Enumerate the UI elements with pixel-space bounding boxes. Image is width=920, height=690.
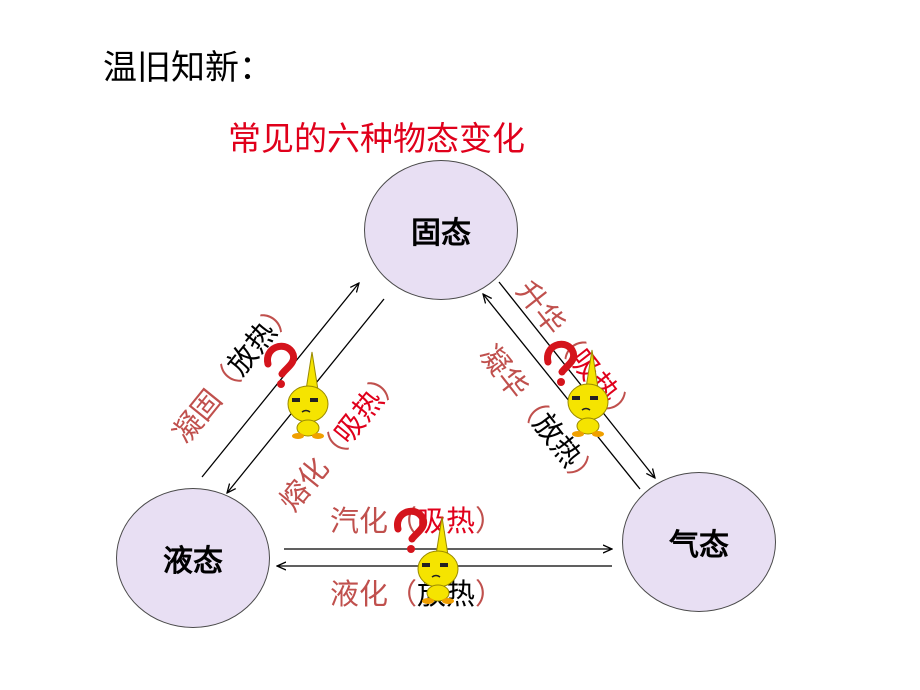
vaporization-label: 汽化（吸热）: [330, 504, 505, 538]
solidification-arrow: [201, 283, 359, 478]
solid-state-label: 固态: [411, 216, 471, 251]
gas-state-node: 气态: [622, 472, 776, 612]
sublimation-arrow: [498, 281, 655, 478]
solid-state-node: 固态: [364, 160, 518, 300]
question-mascot-icon: [544, 340, 609, 437]
heading: 温旧知新：: [103, 48, 273, 88]
diagram-title: 常见的六种物态变化: [228, 119, 525, 158]
deposition-arrow: [483, 294, 641, 490]
question-mascot-icon: [394, 507, 459, 604]
liquid-state-label: 液态: [163, 544, 223, 579]
liquid-state-node: 液态: [116, 488, 270, 628]
gas-state-label: 气态: [669, 528, 729, 563]
question-mascot-icon: [264, 342, 329, 439]
